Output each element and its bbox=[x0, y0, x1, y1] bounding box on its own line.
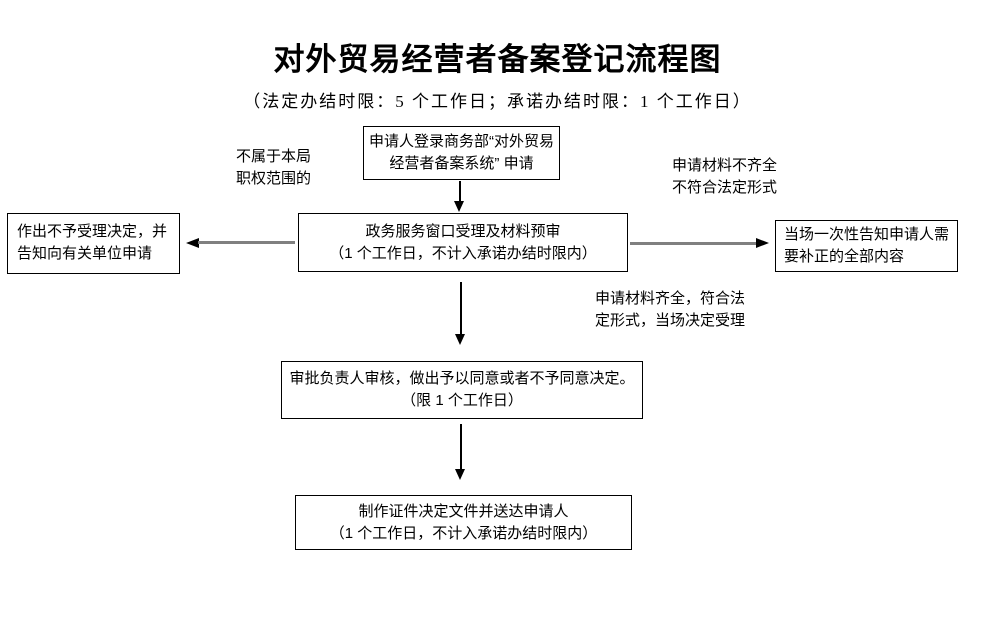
arrow-shaft bbox=[459, 181, 461, 203]
label-text-line: 不属于本局 bbox=[236, 148, 312, 165]
arrowhead-down-icon bbox=[455, 334, 465, 345]
arrow-shaft bbox=[198, 241, 295, 244]
label-materials-incomplete: 申请材料不齐全 不符合法定形式 bbox=[672, 155, 777, 199]
arrow-shaft bbox=[460, 424, 462, 470]
label-text-line: 申请材料齐全，符合法 bbox=[595, 290, 746, 307]
label-out-of-scope: 不属于本局 职权范围的 bbox=[236, 146, 311, 190]
node-text-line: 经营者备案系统” 申请 bbox=[389, 155, 534, 172]
page-subtitle: （法定办结时限：5 个工作日；承诺办结时限：1 个工作日） bbox=[243, 92, 752, 111]
node-text-line: （限 1 个工作日） bbox=[401, 392, 523, 409]
node-notify-corrections: 当场一次性告知申请人需 要补正的全部内容 bbox=[775, 220, 958, 272]
label-materials-complete: 申请材料齐全，符合法 定形式，当场决定受理 bbox=[595, 288, 745, 332]
arrow-shaft bbox=[460, 282, 462, 335]
node-approver-review: 审批负责人审核，做出予以同意或者不予同意决定。 （限 1 个工作日） bbox=[281, 361, 643, 419]
node-text-line: 审批负责人审核，做出予以同意或者不予同意决定。 bbox=[289, 370, 635, 387]
node-text-line: 申请人登录商务部“对外贸易 bbox=[369, 133, 554, 150]
label-text-line: 定形式，当场决定受理 bbox=[595, 312, 746, 329]
node-window-review: 政务服务窗口受理及材料预审 （1 个工作日，不计入承诺办结时限内） bbox=[298, 213, 628, 272]
label-text-line: 申请材料不齐全 bbox=[672, 157, 778, 174]
node-text-line: （1 个工作日，不计入承诺办结时限内） bbox=[329, 244, 597, 262]
arrow-shaft bbox=[630, 242, 757, 245]
node-text-line: 制作证件决定文件并送达申请人 bbox=[358, 502, 569, 520]
label-text-line: 职权范围的 bbox=[236, 170, 312, 187]
node-text-line: 要补正的全部内容 bbox=[784, 248, 905, 265]
node-text-line: 当场一次性告知申请人需 bbox=[784, 226, 950, 243]
arrowhead-down-icon bbox=[454, 201, 464, 212]
node-text-line: （1 个工作日，不计入承诺办结时限内） bbox=[329, 524, 598, 542]
arrowhead-left-icon bbox=[186, 238, 199, 248]
node-applicant-login: 申请人登录商务部“对外贸易 经营者备案系统” 申请 bbox=[363, 126, 560, 180]
label-text-line: 不符合法定形式 bbox=[672, 179, 778, 196]
node-text-line: 政务服务窗口受理及材料预审 bbox=[365, 222, 561, 240]
page-title: 对外贸易经营者备案登记流程图 bbox=[273, 42, 722, 77]
arrowhead-right-icon bbox=[756, 238, 769, 248]
node-text-line: 作出不予受理决定，并 bbox=[17, 223, 168, 240]
node-text-line: 告知向有关单位申请 bbox=[17, 245, 153, 262]
node-deliver-documents: 制作证件决定文件并送达申请人 （1 个工作日，不计入承诺办结时限内） bbox=[295, 495, 632, 550]
arrowhead-down-icon bbox=[455, 469, 465, 480]
node-reject-decision: 作出不予受理决定，并 告知向有关单位申请 bbox=[7, 213, 180, 274]
